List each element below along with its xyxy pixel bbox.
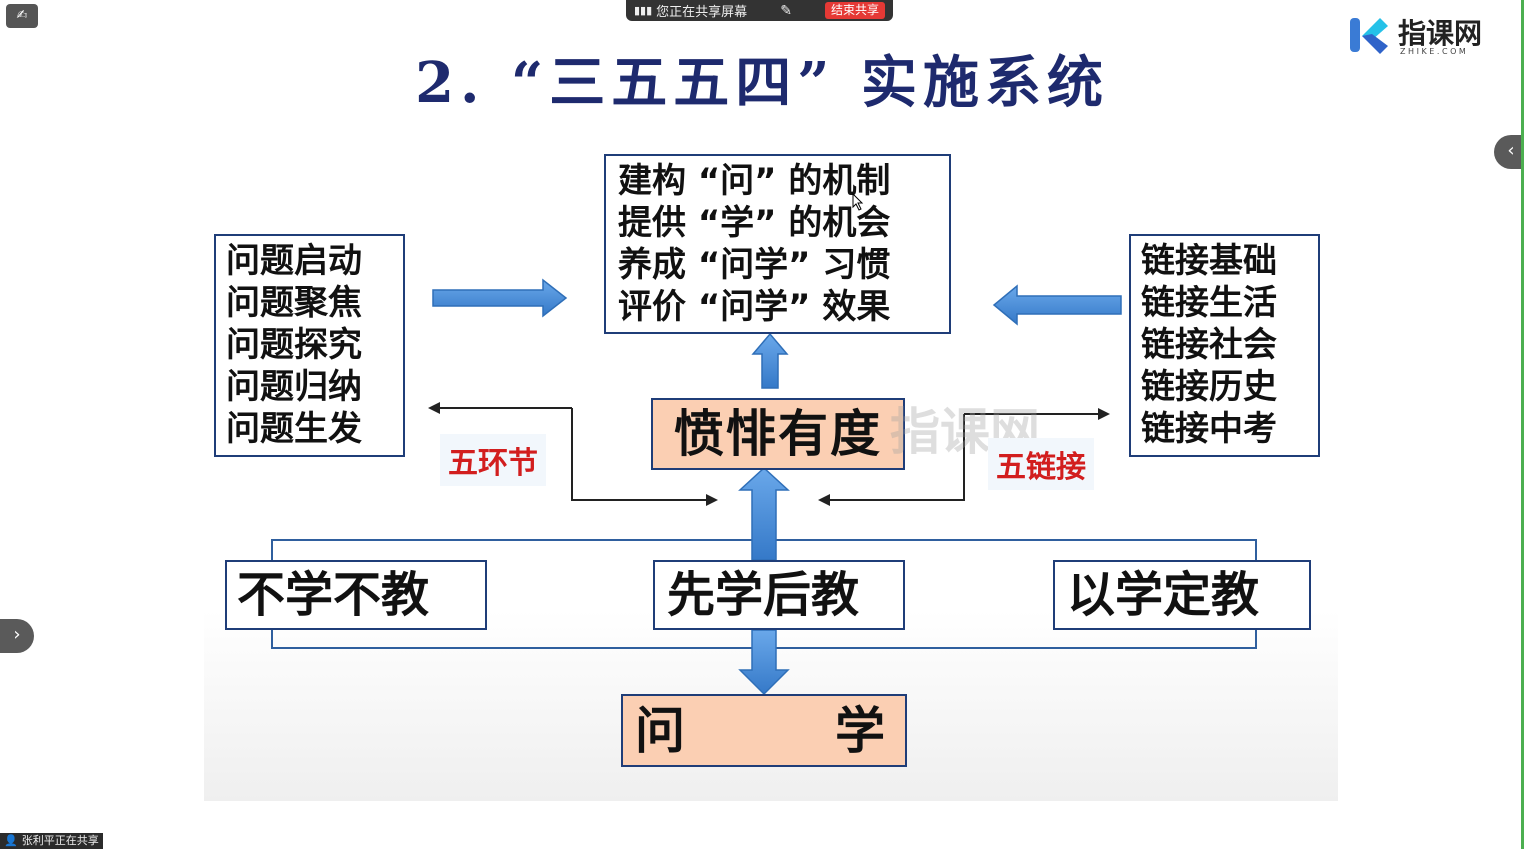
slide-title: 2. “三五五四” 实施系统	[415, 50, 1109, 116]
left-expand-button[interactable]: ›	[0, 619, 34, 653]
logo-subtext: Z H I K E . C O M	[1400, 47, 1466, 56]
arrow-right-to-top	[992, 284, 1122, 326]
right-links-box: 链接基础 链接生活 链接社会 链接历史 链接中考	[1129, 234, 1320, 457]
left-steps-box: 问题启动 问题聚焦 问题探究 问题归纳 问题生发	[214, 234, 405, 457]
bottom-box-left-char: 问	[635, 702, 685, 760]
loop-right-line	[824, 414, 965, 501]
logo-text: 指课网	[1398, 17, 1483, 50]
annotate-icon[interactable]: ✎	[780, 2, 792, 19]
right-box-line: 链接社会	[1141, 325, 1277, 365]
right-box-line: 链接历史	[1141, 367, 1277, 407]
center-box: 愤悱有度	[651, 398, 905, 470]
logo: 指课网 Z H I K E . C O M	[1348, 12, 1508, 58]
left-box-line: 问题归纳	[226, 367, 362, 407]
right-box-line: 链接生活	[1141, 283, 1277, 323]
top-box-line: 建构 “问” 的机制	[618, 161, 891, 201]
signal-icon: ▮▮▮	[634, 4, 653, 17]
five-steps-label: 五环节	[440, 434, 546, 486]
bottom-ask-learn-box: 问 学	[621, 694, 907, 767]
loop-left-line	[571, 408, 712, 501]
row-box-learn-then-teach: 先学后教	[653, 560, 905, 630]
left-box-line: 问题生发	[226, 409, 362, 449]
screen-share-bar: ▮▮▮ 您正在共享屏幕 ✎ 结束共享	[626, 0, 893, 21]
arrow-row-down	[738, 629, 790, 696]
left-box-line: 问题聚焦	[226, 283, 362, 323]
top-mechanism-box: 建构 “问” 的机制 提供 “学” 的机会 养成 “问学” 习惯 评价 “问学”…	[604, 154, 951, 334]
right-box-line: 链接基础	[1141, 241, 1277, 281]
five-links-label: 五链接	[988, 438, 1094, 490]
mouse-cursor-icon	[852, 193, 864, 211]
bottom-box-right-char: 学	[835, 702, 885, 760]
app-corner-icon[interactable]: ✍	[6, 4, 38, 28]
arrow-center-up	[751, 332, 789, 389]
user-icon: 👤	[4, 834, 18, 847]
row-box-teach-by-learning: 以学定教	[1053, 560, 1311, 630]
left-box-line: 问题探究	[226, 325, 362, 365]
sharing-status-text: 张利平正在共享	[21, 834, 99, 847]
right-box-line: 链接中考	[1141, 409, 1277, 449]
chevron-left-icon: ‹	[1507, 140, 1515, 161]
top-box-line: 提供 “学” 的机会	[618, 203, 891, 243]
top-box-line: 养成 “问学” 习惯	[618, 245, 891, 285]
chevron-right-icon: ›	[13, 624, 21, 645]
row-box-no-learn-no-teach: 不学不教	[225, 560, 487, 630]
share-status-text: 您正在共享屏幕	[656, 5, 748, 20]
sharing-status: 👤 张利平正在共享	[0, 833, 103, 849]
arrow-row-up	[738, 466, 790, 561]
window-edge	[1521, 0, 1524, 849]
right-collapse-button[interactable]: ‹	[1494, 135, 1524, 169]
arrow-left-to-top	[432, 278, 568, 318]
logo-k-icon	[1350, 18, 1388, 54]
top-box-line: 评价 “问学” 效果	[618, 287, 891, 327]
left-box-line: 问题启动	[226, 241, 362, 281]
end-share-button[interactable]: 结束共享	[824, 2, 885, 19]
